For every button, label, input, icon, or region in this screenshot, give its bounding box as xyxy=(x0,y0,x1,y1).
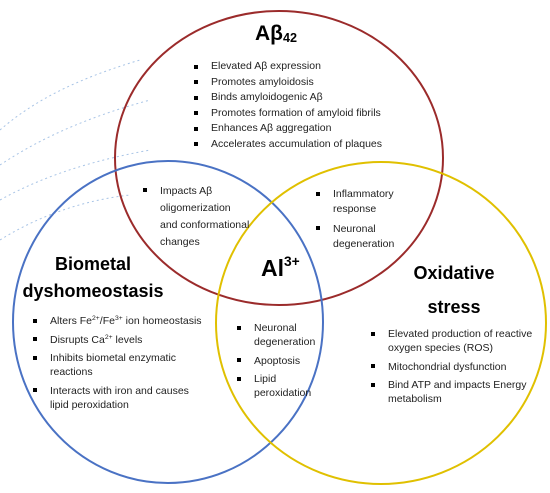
abeta42-oxidative-overlap-list: Inflammatory response Neuronal degenerat… xyxy=(313,187,418,256)
oxidative-circle xyxy=(215,161,547,485)
biometal-title-line-2: dyshomeostasis xyxy=(22,281,164,301)
list-item: Promotes amyloidosis xyxy=(191,76,406,89)
oxidative-title-line-1: Oxidative xyxy=(413,263,495,283)
abeta42-title: Aβ42 xyxy=(255,22,297,46)
list-item: Neuronal degeneration xyxy=(313,222,418,252)
oxidative-title-line-2: stress xyxy=(427,297,481,317)
list-item: Binds amyloidogenic Aβ xyxy=(191,91,406,104)
list-item-text: levels xyxy=(112,333,143,346)
list-item-text: Inhibits biometal enzymatic reactions xyxy=(50,352,177,378)
decorative-dashed-arc xyxy=(0,99,151,166)
oxidative-title: Oxidative stress xyxy=(394,256,514,324)
list-item-text: Disrupts Ca xyxy=(50,333,105,346)
charge-superscript: 2+ xyxy=(104,333,113,341)
abeta42-biometal-overlap-list: Impacts Aβ oligomerization and conformat… xyxy=(140,183,250,256)
list-item-text: ion homeostasis xyxy=(122,315,202,327)
list-item: Apoptosis xyxy=(234,354,319,368)
abeta42-title-subscript: 42 xyxy=(282,31,297,45)
list-item-text: Alters Fe xyxy=(50,315,93,327)
biometal-oxidative-overlap-list: Neuronal degeneration Apoptosis Lipid pe… xyxy=(234,321,319,405)
oxidative-stress-effects-list: Elevated production of reactive oxygen s… xyxy=(368,327,543,411)
background-decoration xyxy=(0,59,151,241)
list-item: Promotes formation of amyloid fibrils xyxy=(191,107,406,120)
abeta42-title-main: Aβ xyxy=(255,22,283,45)
list-item: Mitochondrial dysfunction xyxy=(368,360,543,374)
al3-title: Al3+ xyxy=(261,255,300,282)
list-item: Accelerates accumulation of plaques xyxy=(191,138,406,151)
abeta42-circle xyxy=(114,10,444,306)
decorative-dashed-arc xyxy=(0,59,141,131)
biometal-title: Biometal dyshomeostasis xyxy=(20,251,166,305)
list-item: Disrupts Ca2+ levels xyxy=(30,333,205,347)
biometal-title-line-1: Biometal xyxy=(54,254,132,274)
list-item: Elevated Aβ expression xyxy=(191,60,406,73)
decorative-dashed-arc xyxy=(0,194,131,241)
list-item: Lipid peroxidation xyxy=(234,372,319,400)
al3-title-main: Al xyxy=(261,255,284,281)
list-item: Alters Fe2+/Fe3+ ion homeostasis xyxy=(30,314,205,328)
list-item: Bind ATP and impacts Energy metabolism xyxy=(368,378,543,406)
charge-superscript: 3+ xyxy=(114,315,123,322)
list-item: Impacts Aβ oligomerization and conformat… xyxy=(140,183,250,251)
biometal-effects-list: Alters Fe2+/Fe3+ ion homeostasis Disrupt… xyxy=(30,314,205,416)
charge-superscript: 2+ xyxy=(92,315,100,322)
abeta42-effects-list: Elevated Aβ expression Promotes amyloido… xyxy=(191,60,406,153)
list-item: Elevated production of reactive oxygen s… xyxy=(368,327,543,355)
list-item-text: /Fe xyxy=(99,315,115,327)
list-item: Enhances Aβ aggregation xyxy=(191,122,406,135)
list-item: Interacts with iron and causes lipid per… xyxy=(30,384,205,412)
al3-title-superscript: 3+ xyxy=(284,254,300,269)
list-item: Inflammatory response xyxy=(313,187,418,217)
biometal-circle xyxy=(12,160,324,484)
list-item: Inhibits biometal enzymatic reactions xyxy=(30,351,205,379)
list-item: Neuronal degeneration xyxy=(234,321,319,349)
list-item-text: Interacts with iron and causes lipid per… xyxy=(50,384,189,411)
